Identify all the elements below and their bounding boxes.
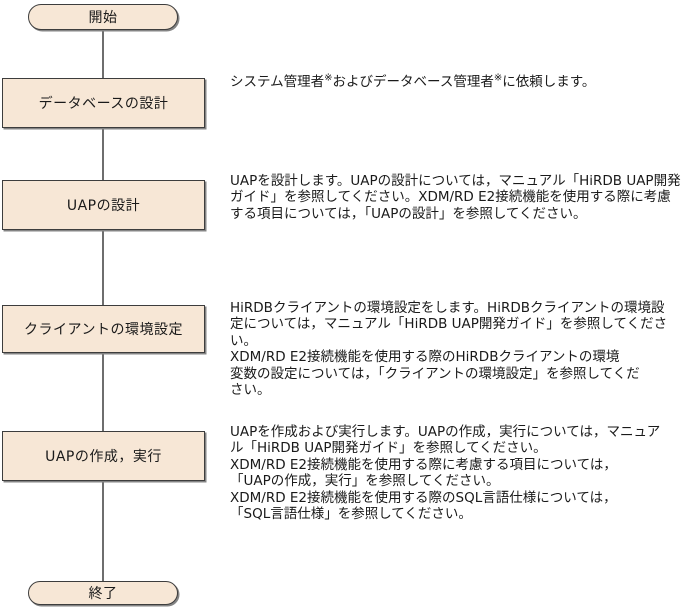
annotation-text: およびデータベース管理者 — [332, 74, 494, 90]
annotation-line: する項目については，「UAPの設計」を参照してください。 — [230, 205, 587, 222]
footnote-marker: ※ — [493, 72, 503, 84]
annotation-line: UAPを作成および実行します。UAPの作成，実行については，マニュア — [230, 424, 661, 440]
annotation-line: ル「HiRDB UAP開発ガイド」を参照してください。 — [230, 440, 547, 457]
annotation-line: 定については，マニュアル「HiRDB UAP開発ガイド」を参照してくださ — [230, 316, 668, 333]
annotation-client-env-setup: HiRDBクライアントの環境設定をします。HiRDBクライアントの環境設 定につ… — [230, 300, 680, 398]
annotation-line: 変数の設定については，「クライアントの環境設定」を参照してくだ — [230, 365, 640, 382]
annotation-line: い。 — [230, 332, 257, 349]
annotation-line: HiRDBクライアントの環境設定をします。HiRDBクライアントの環境設 — [230, 300, 665, 316]
annotation-database-design: システム管理者※およびデータベース管理者※に依頼します。 — [230, 72, 680, 90]
end-terminal-label: 終了 — [88, 586, 118, 602]
annotation-uap-create-run: UAPを作成および実行します。UAPの作成，実行については，マニュア ル「HiR… — [230, 424, 680, 522]
process-box-label: データベースの設計 — [38, 96, 169, 112]
annotation-line: XDM/RD E2接続機能を使用する際のSQL言語仕様については， — [230, 489, 617, 506]
process-box-label: UAPの設計 — [66, 198, 141, 214]
start-terminal: 開始 — [28, 4, 178, 30]
annotation-line: さい。 — [230, 382, 271, 399]
annotation-line: システム管理者※およびデータベース管理者※に依頼します。 — [230, 72, 680, 90]
footnote-marker: ※ — [324, 72, 333, 84]
annotation-line: XDM/RD E2接続機能を使用する際のHiRDBクライアントの環境 — [230, 349, 620, 366]
annotation-uap-design: UAPを設計します。UAPの設計については，マニュアル「HiRDB UAP開発 … — [230, 173, 681, 222]
process-box-uap-create-run: UAPの作成，実行 — [2, 431, 205, 481]
process-box-database-design: データベースの設計 — [2, 78, 205, 128]
annotation-line: UAPを設計します。UAPの設計については，マニュアル「HiRDB UAP開発 — [230, 173, 681, 189]
process-box-label: クライアントの環境設定 — [24, 322, 183, 338]
end-terminal: 終了 — [28, 581, 178, 605]
annotation-line: ガイド」を参照してください。XDM/RD E2接続機能を使用する際に考慮 — [230, 189, 671, 206]
annotation-line: 「SQL言語仕様」を参照してください。 — [230, 506, 472, 523]
start-terminal-label: 開始 — [88, 10, 118, 26]
annotation-line: 「UAPの作成，実行」を参照してください。 — [230, 473, 500, 490]
process-box-uap-design: UAPの設計 — [2, 180, 205, 230]
process-box-label: UAPの作成，実行 — [45, 449, 162, 465]
annotation-text: に依頼します。 — [502, 74, 596, 90]
process-box-client-env-setup: クライアントの環境設定 — [2, 305, 205, 353]
annotation-line: XDM/RD E2接続機能を使用する際に考慮する項目については， — [230, 456, 617, 473]
annotation-text: システム管理者 — [230, 74, 325, 90]
